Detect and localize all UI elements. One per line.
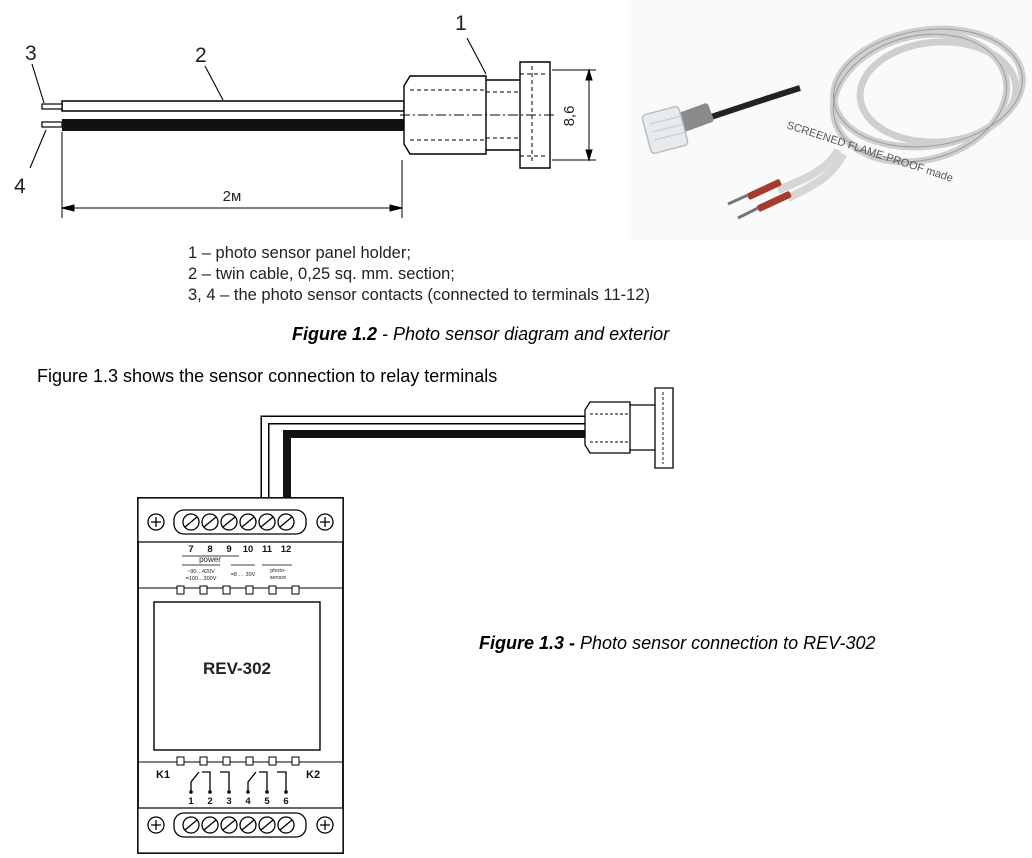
photo-sensor-label-1: photo- bbox=[270, 568, 286, 574]
terminal-label-7: 7 bbox=[188, 544, 193, 555]
terminal-label-1: 1 bbox=[188, 796, 194, 807]
voltage-low-label: =8 … 30V bbox=[231, 572, 256, 578]
callout-1: 1 bbox=[455, 12, 467, 35]
voltage-ac-label: ~90…420V bbox=[187, 569, 215, 575]
figure-1-3-text: Photo sensor connection to REV-302 bbox=[580, 633, 876, 653]
sensor-contacts bbox=[41, 103, 63, 128]
terminal-label-9: 9 bbox=[226, 544, 231, 555]
k1-label: K1 bbox=[156, 769, 170, 781]
twin-cable bbox=[61, 100, 405, 131]
sensor-holder-small bbox=[584, 387, 674, 469]
figure-1-2-text: Photo sensor diagram and exterior bbox=[393, 324, 670, 344]
power-label: power bbox=[199, 555, 221, 564]
callout-4: 4 bbox=[14, 175, 26, 198]
relay-housing bbox=[137, 497, 344, 854]
legend-item-2: 2 – twin cable, 0,25 sq. mm. section; bbox=[188, 265, 455, 283]
callout-leaders bbox=[29, 37, 487, 169]
figure-legend: 1 – photo sensor panel holder; 2 – twin … bbox=[188, 243, 650, 306]
height-dimension-label: 8,6 bbox=[561, 106, 578, 127]
terminal-label-3: 3 bbox=[226, 796, 231, 807]
top-terminal-block bbox=[173, 509, 307, 535]
length-dimension bbox=[61, 132, 403, 218]
callout-2: 2 bbox=[195, 44, 207, 67]
relay-model-label: REV-302 bbox=[203, 659, 271, 678]
terminal-label-11: 11 bbox=[262, 544, 273, 555]
terminal-label-12: 12 bbox=[281, 544, 292, 555]
k2-label: K2 bbox=[306, 769, 320, 781]
photo-sensor-label-2: sensor bbox=[270, 575, 287, 581]
vent-slots bbox=[176, 585, 300, 766]
intro-paragraph: Figure 1.3 shows the sensor connection t… bbox=[37, 366, 498, 386]
photo-sensor-drawing: 8,6 2м 1 2 3 4 bbox=[14, 12, 596, 218]
terminal-label-6: 6 bbox=[283, 796, 288, 807]
terminal-label-8: 8 bbox=[207, 544, 212, 555]
terminal-label-4: 4 bbox=[245, 796, 251, 807]
voltage-dc-label: =100…300V bbox=[186, 576, 217, 582]
figure-1-2-caption: Figure 1.2 - Photo sensor diagram and ex… bbox=[292, 324, 670, 344]
figure-1-3-number: Figure 1.3 bbox=[479, 633, 565, 653]
panel-holder bbox=[400, 61, 556, 169]
connection-cable bbox=[260, 415, 585, 505]
legend-item-3: 3, 4 – the photo sensor contacts (connec… bbox=[188, 286, 650, 304]
legend-item-1: 1 – photo sensor panel holder; bbox=[188, 244, 411, 262]
figure-1-3-caption: Figure 1.3 - Photo sensor connection to … bbox=[479, 633, 876, 653]
photo-sensor-photo: SCREENED FLAME-PROOF made bbox=[628, 0, 1032, 240]
callout-3: 3 bbox=[25, 42, 37, 65]
length-dimension-label: 2м bbox=[223, 188, 242, 205]
terminal-label-5: 5 bbox=[264, 796, 270, 807]
wire-leads bbox=[727, 179, 792, 220]
terminal-label-10: 10 bbox=[243, 544, 254, 555]
mounting-screw-icon bbox=[147, 513, 334, 834]
holder-photo bbox=[641, 103, 714, 155]
relay-contacts-schematic bbox=[190, 771, 287, 792]
bottom-terminal-block bbox=[173, 812, 307, 838]
terminal-label-2: 2 bbox=[207, 796, 212, 807]
figure-1-2-number: Figure 1.2 bbox=[292, 324, 378, 344]
relay-connection-diagram: 7 8 9 10 11 12 power ~90…420V =100…300V … bbox=[137, 387, 674, 854]
height-dimension bbox=[552, 68, 596, 162]
